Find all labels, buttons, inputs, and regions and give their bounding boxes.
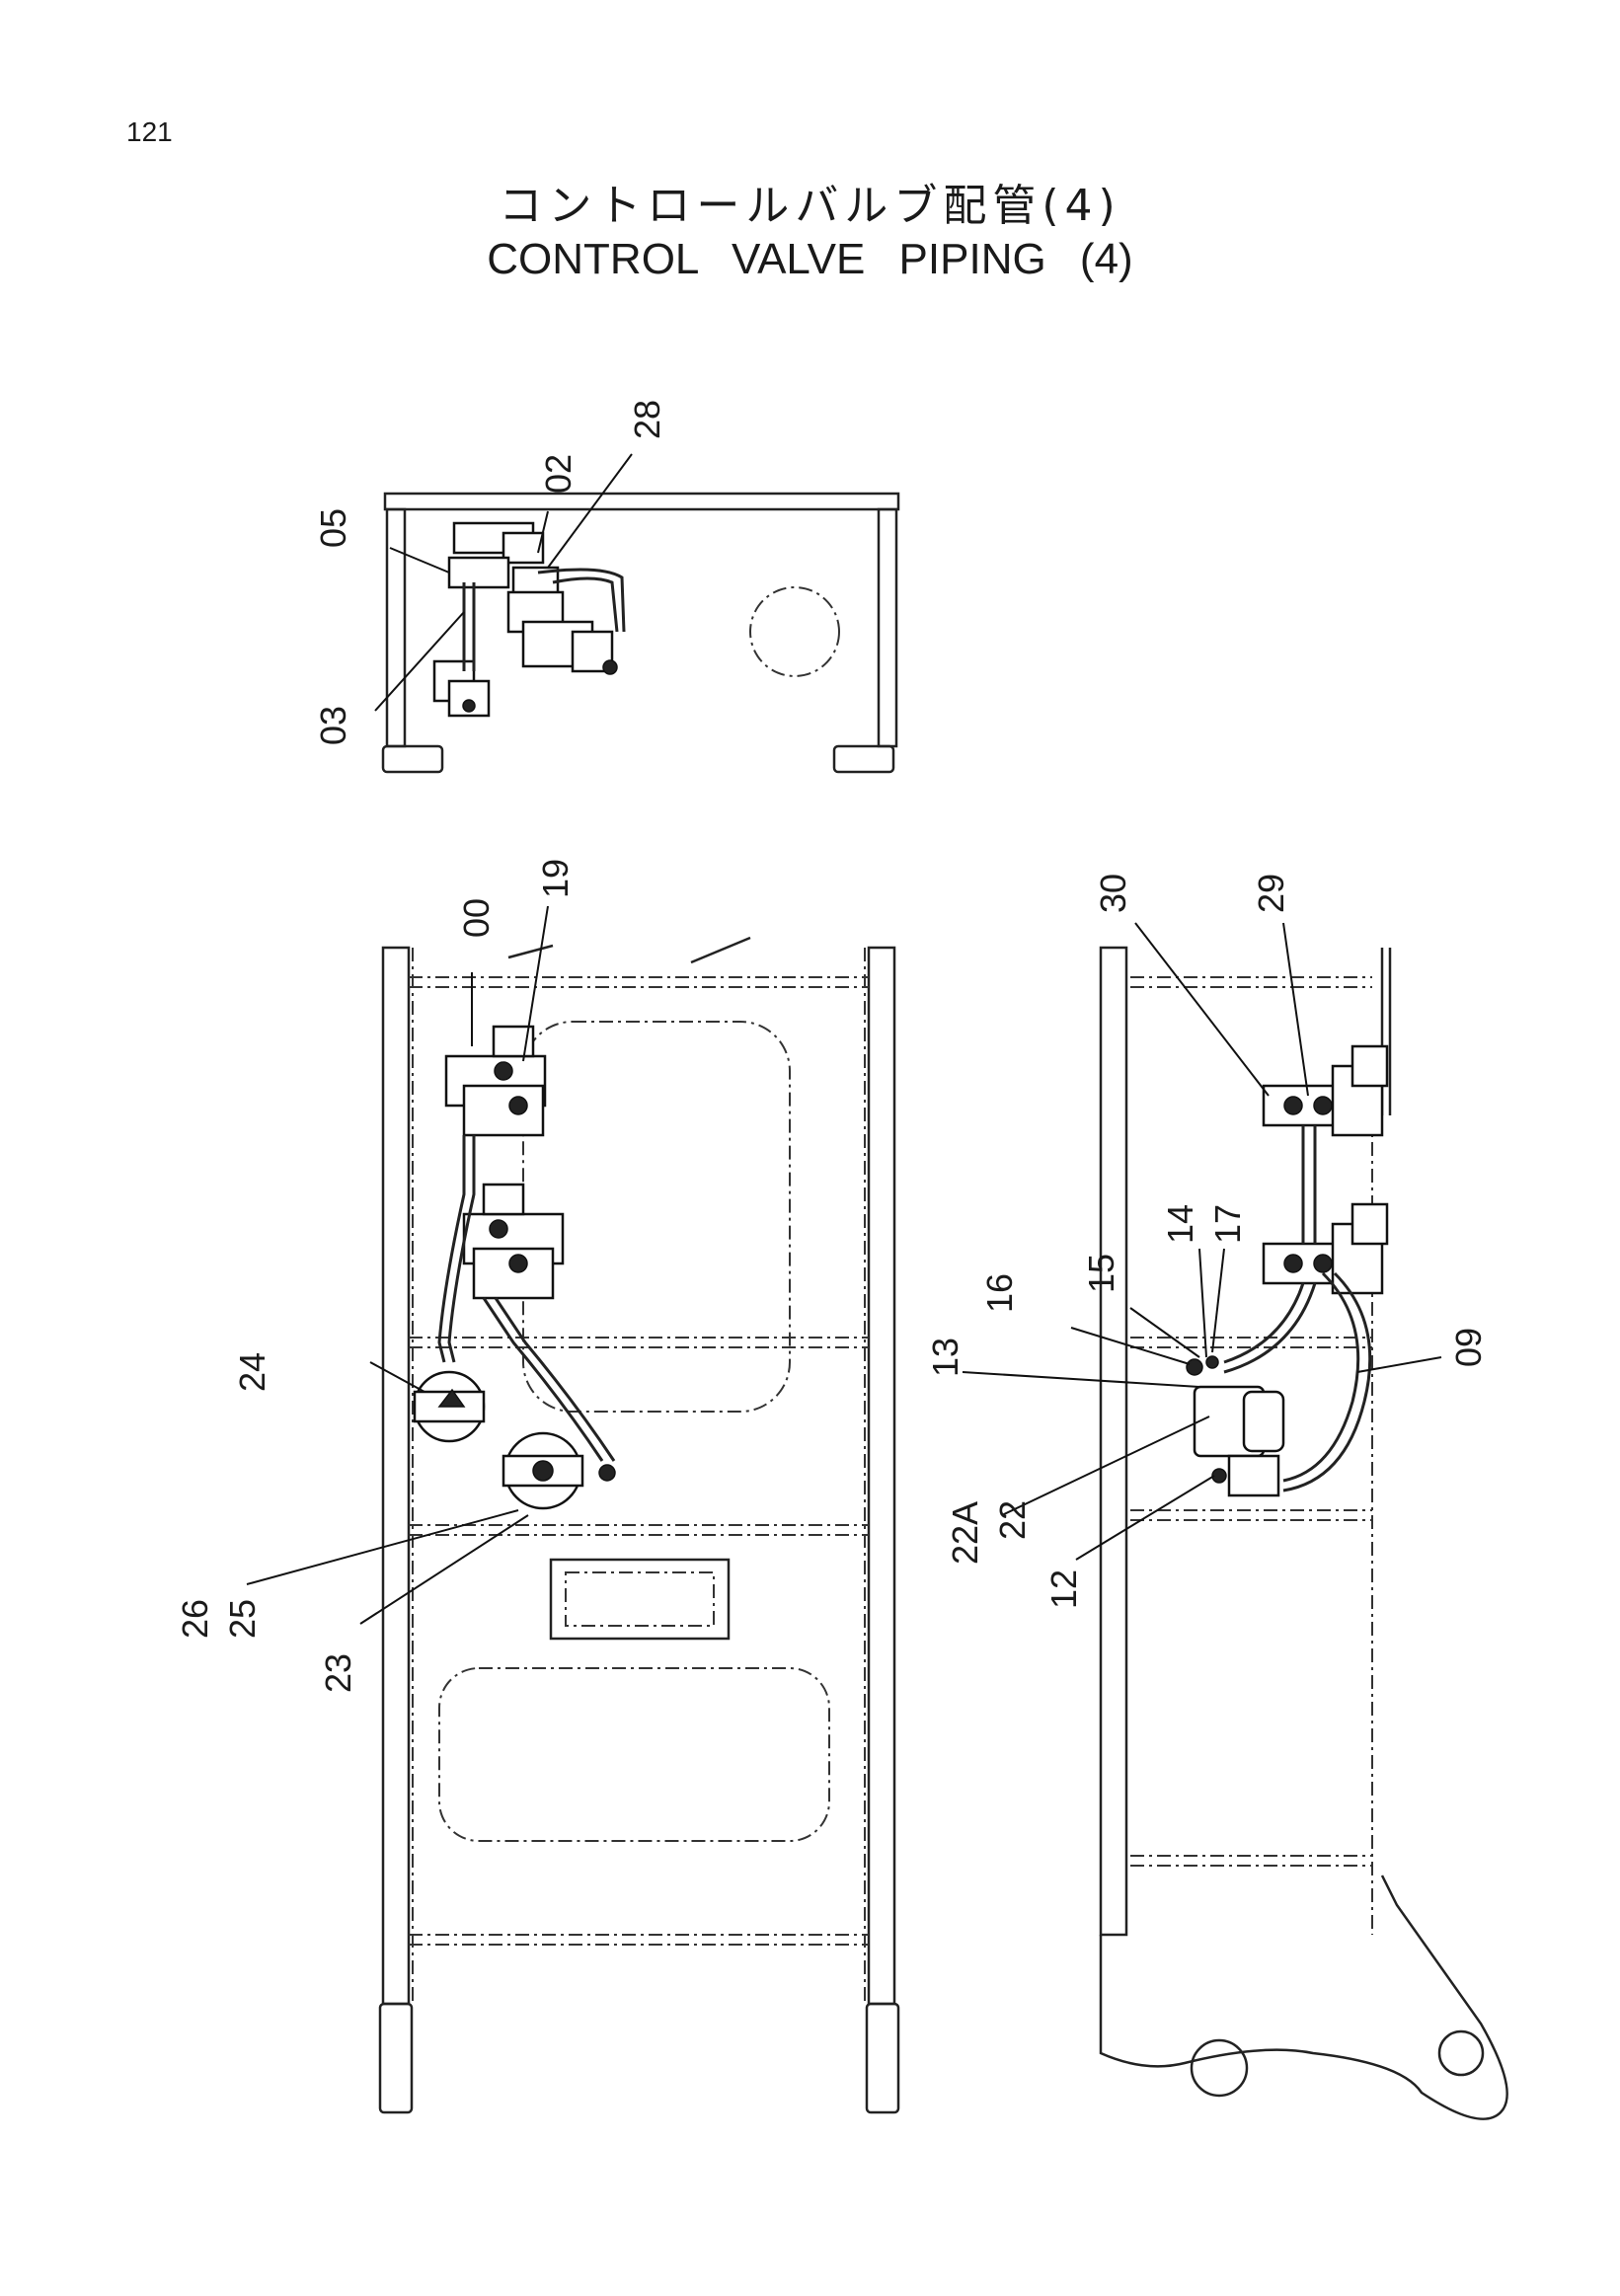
right-view-frame bbox=[1099, 946, 1508, 2120]
page-number: 121 bbox=[126, 116, 173, 147]
callout-29: 29 bbox=[1251, 874, 1291, 913]
callout-16: 16 bbox=[979, 1273, 1020, 1313]
title-english: CONTROL VALVE PIPING (4) bbox=[487, 235, 1133, 283]
callout-09: 09 bbox=[1448, 1328, 1489, 1367]
callout-19: 19 bbox=[535, 859, 576, 898]
top-view-valve-assembly bbox=[432, 521, 626, 718]
callout-22: 22 bbox=[992, 1500, 1033, 1540]
callout-02: 02 bbox=[538, 454, 579, 494]
left-view-filters bbox=[413, 1370, 616, 1510]
right-view-filter-assembly bbox=[1186, 1271, 1372, 1497]
right-view-leaders bbox=[962, 922, 1442, 1561]
callout-23: 23 bbox=[318, 1653, 358, 1693]
callout-15: 15 bbox=[1081, 1254, 1121, 1293]
callout-13: 13 bbox=[925, 1338, 965, 1377]
callout-25: 25 bbox=[222, 1599, 263, 1639]
left-view-valve-banks bbox=[437, 1025, 616, 1462]
callout-03: 03 bbox=[313, 706, 353, 745]
callout-00: 00 bbox=[456, 898, 497, 938]
right-view-valves bbox=[1262, 1044, 1389, 1295]
callout-05: 05 bbox=[313, 508, 353, 548]
callout-12: 12 bbox=[1043, 1569, 1084, 1609]
top-view-frame bbox=[381, 492, 900, 774]
callout-26: 26 bbox=[175, 1599, 215, 1639]
callout-17: 17 bbox=[1207, 1204, 1248, 1244]
callout-24: 24 bbox=[232, 1352, 272, 1392]
title-japanese: コントロールバルブ配管(4) bbox=[499, 181, 1121, 231]
callout-30: 30 bbox=[1093, 874, 1133, 913]
left-view-frame bbox=[378, 936, 900, 2114]
callout-22A: 22A bbox=[945, 1501, 985, 1565]
callout-28: 28 bbox=[627, 400, 667, 439]
left-view-leaders bbox=[246, 905, 549, 1625]
top-view-leaders bbox=[374, 453, 633, 712]
callout-14: 14 bbox=[1160, 1204, 1200, 1244]
